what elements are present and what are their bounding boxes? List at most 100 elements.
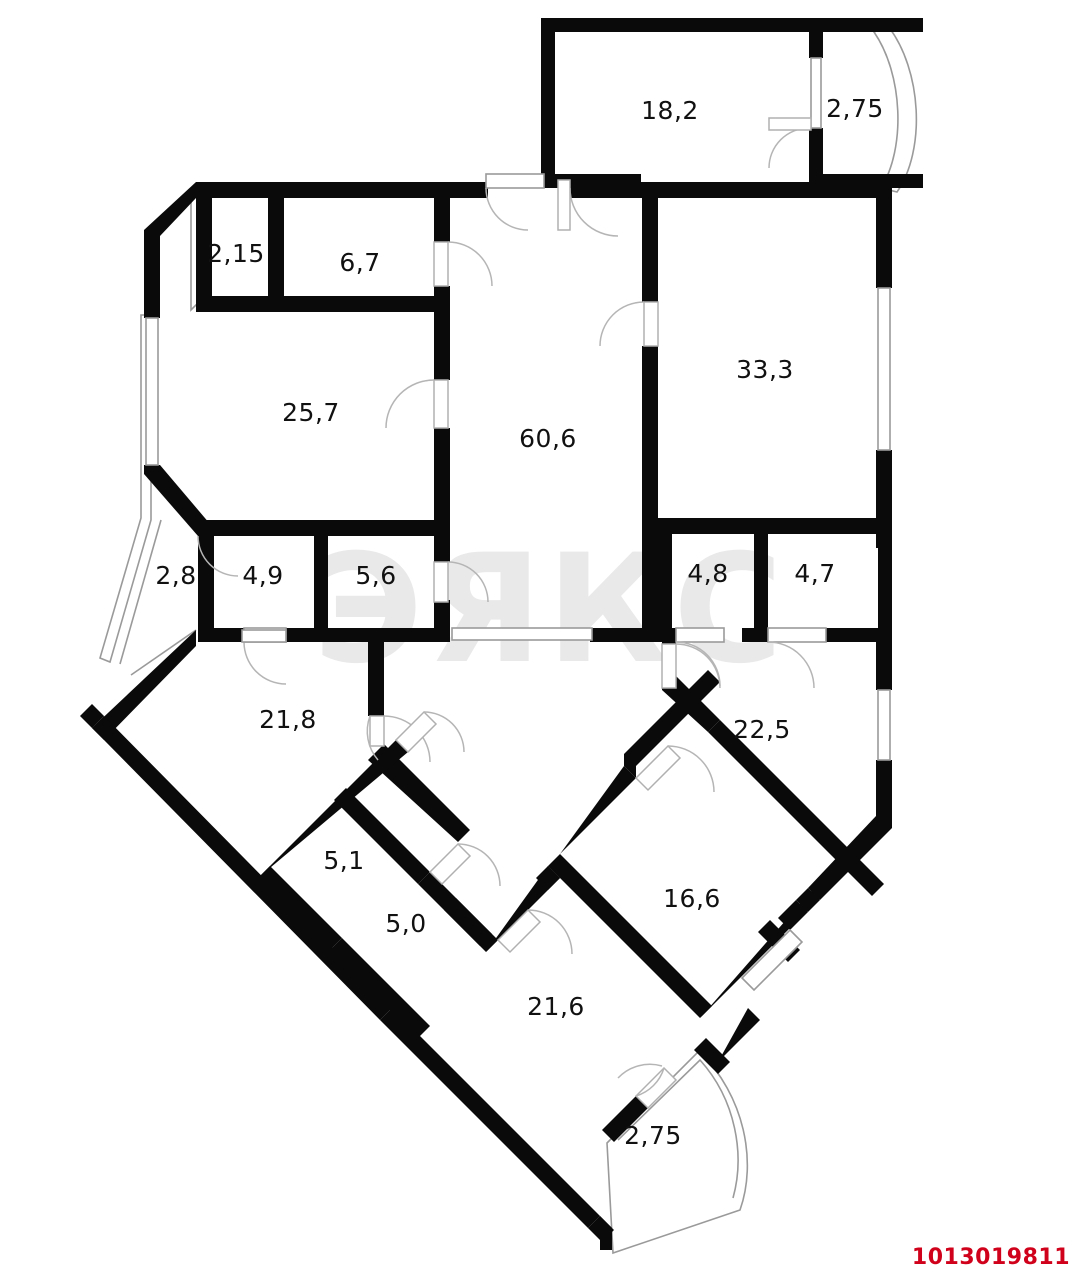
wall-50-right-diag-b xyxy=(444,898,492,946)
wall-333-right-a xyxy=(876,182,892,288)
door-arc-216 xyxy=(527,909,573,955)
wall-47-right xyxy=(878,534,892,630)
wall-48-47-divider xyxy=(754,534,768,630)
wall-215-right xyxy=(268,196,284,310)
wall-166-left-diag-b xyxy=(624,670,720,766)
threshold-218 xyxy=(241,629,287,643)
wall-166-225-shared-diag xyxy=(708,720,884,896)
wall-balcony-joint xyxy=(718,1008,760,1062)
wall-257-bottom xyxy=(198,520,450,536)
room-label-kitchenette: 6,7 xyxy=(339,248,380,277)
wall-mid-b xyxy=(284,628,450,642)
wall-upperleft-top xyxy=(196,182,448,198)
door-arc-top-balcony xyxy=(768,127,810,169)
door-leaf-257 xyxy=(433,379,449,429)
wall-hall-top-b xyxy=(570,182,642,198)
wall-216-bottom-end xyxy=(600,1216,612,1250)
wall-mid-d xyxy=(662,628,676,642)
room-label-bottom-right-room: 16,6 xyxy=(663,884,721,913)
wall-hall-tl xyxy=(434,182,450,198)
wall-225-right-a xyxy=(876,642,892,690)
door-leaf-166 xyxy=(634,744,682,792)
bottom-balcony-inner-line xyxy=(617,1058,739,1199)
window-top-balcony-door xyxy=(810,57,822,129)
wall-48-left xyxy=(658,534,672,630)
door-leaf-bottom-balcony xyxy=(634,1066,678,1110)
door-arc-left-balcony xyxy=(197,535,239,577)
wall-21-8-diag-b xyxy=(92,716,392,1020)
room-label-upper-left-balcony: 2,15 xyxy=(207,239,265,268)
door-arc-51 xyxy=(423,711,465,753)
door-arc-225 xyxy=(675,643,721,689)
wall-top-outer xyxy=(541,18,923,32)
room-label-right-room: 33,3 xyxy=(736,355,794,384)
wall-left-diag-upper xyxy=(144,182,196,318)
door-leaf-56 xyxy=(433,561,449,603)
door-arc-333 xyxy=(599,301,645,347)
door-leaf-67 xyxy=(433,241,449,287)
door-leaf-50 xyxy=(428,842,472,886)
wall-49-left xyxy=(198,520,214,632)
wall-216-upper-diag-a xyxy=(486,866,560,952)
threshold-48 xyxy=(675,627,725,643)
wall-216-balcony-sill xyxy=(602,1096,648,1142)
door-arc-47 xyxy=(767,641,815,689)
wall-257-right-a xyxy=(434,312,450,380)
door-leaf-216 xyxy=(496,908,542,954)
window-257-left xyxy=(145,317,159,466)
wall-51-upper-diag xyxy=(258,740,408,878)
wall-hall-right-a xyxy=(642,182,658,302)
door-arc-166 xyxy=(667,745,715,793)
room-label-bottom-room: 21,6 xyxy=(527,992,585,1021)
walls xyxy=(80,18,923,1250)
room-label-central-hall: 60,6 xyxy=(519,424,577,453)
wall-51-right-diag xyxy=(334,788,430,884)
door-arc-bottom-balcony-b xyxy=(617,1063,663,1079)
wall-mid-f xyxy=(826,628,892,642)
door-leaf-225 xyxy=(661,643,677,689)
wall-218-diag-right xyxy=(368,744,470,842)
wall-56-right-b xyxy=(434,600,450,632)
door-leaf-218-right xyxy=(369,715,385,747)
room-label-bottom-balcony: 2,75 xyxy=(624,1121,682,1150)
wall-333-bottom xyxy=(658,518,892,534)
room-label-lower-left-room: 21,8 xyxy=(259,705,317,734)
room-label-small-room-b: 5,0 xyxy=(385,909,426,938)
wall-hall-top-a xyxy=(450,182,488,198)
door-arc-67 xyxy=(447,241,493,287)
door-leaf-182-hall xyxy=(557,179,571,231)
threshold-top-left xyxy=(485,173,545,189)
wall-balcony-div-top xyxy=(809,18,823,58)
wall-257-right-b xyxy=(434,428,450,520)
room-label-bathroom-right-b: 4,7 xyxy=(794,559,835,588)
room-label-top-room: 18,2 xyxy=(641,96,699,125)
doors xyxy=(197,117,827,1110)
wall-upperleft-left xyxy=(196,182,212,310)
room-label-left-balcony: 2,8 xyxy=(155,561,196,590)
door-arc-49 xyxy=(243,641,287,685)
wall-balcony-div-bottom xyxy=(809,128,823,188)
wall-balcony-bottom-corner xyxy=(694,1038,730,1074)
room-label-lower-right-room: 22,5 xyxy=(733,715,791,744)
wall-67-right-b xyxy=(434,286,450,312)
room-label-top-balcony: 2,75 xyxy=(826,94,884,123)
door-arc-218-right xyxy=(366,715,379,761)
wall-49-right xyxy=(314,536,328,632)
room-label-bathroom-left: 4,9 xyxy=(242,561,283,590)
room-labels: 18,2 2,75 2,15 6,7 25,7 60,6 33,3 2,8 4,… xyxy=(155,94,883,1150)
wall-hall-right-b xyxy=(642,346,658,642)
listing-id: 1013019811 xyxy=(911,1245,1070,1270)
door-arc-50 xyxy=(457,843,501,887)
wall-218-right-vert xyxy=(368,642,384,716)
room-label-bathroom-mid: 5,6 xyxy=(355,561,396,590)
threshold-47 xyxy=(767,627,827,643)
wall-333-top xyxy=(642,182,892,198)
left-balcony-outline-b xyxy=(119,519,162,665)
threshold-hall-bottom xyxy=(451,627,593,641)
door-leaf-51 xyxy=(394,710,438,754)
wall-mid-a xyxy=(198,628,244,642)
door-arc-bottom-balcony xyxy=(635,1067,665,1097)
window-166-diag xyxy=(740,928,804,992)
